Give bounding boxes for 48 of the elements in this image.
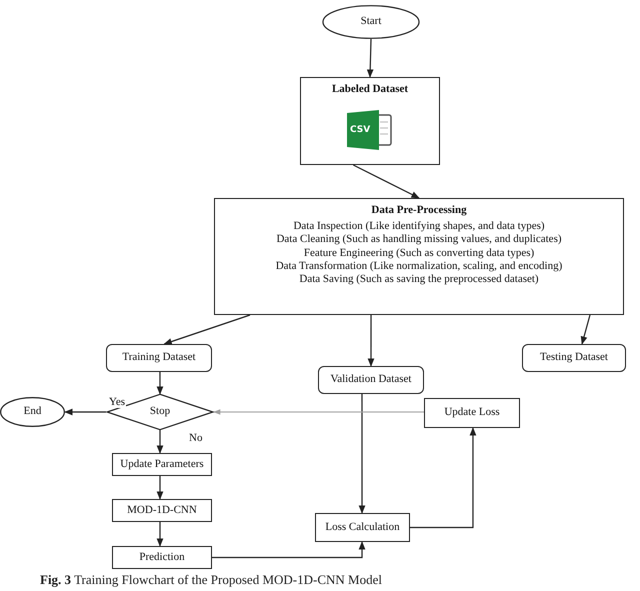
box-text: Validation Dataset (330, 373, 412, 387)
process-box (424, 398, 520, 428)
box-text: Data Saving (Such as saving the preprocessed dataset) (299, 272, 539, 286)
arrow (353, 164, 420, 199)
arrow (368, 315, 374, 367)
process-box (112, 499, 212, 522)
arrow (358, 394, 366, 514)
box-text: Prediction (139, 550, 185, 564)
box-text: Training Dataset (122, 351, 196, 365)
box-heading: Labeled Dataset (332, 83, 408, 96)
arrow (580, 314, 591, 345)
terminal-ellipse (322, 5, 420, 39)
data-box (106, 344, 212, 372)
box-heading: Data Pre-Processing (371, 204, 467, 218)
data-box (522, 344, 626, 372)
arrow (156, 430, 164, 454)
box-text: Data Cleaning (Such as handling missing values, and duplicates) (276, 233, 562, 247)
process-box (112, 453, 212, 476)
arrow (64, 408, 106, 416)
arrow (212, 541, 366, 558)
arrow (410, 427, 476, 528)
box-text: Update Loss (444, 406, 500, 420)
box-text: Testing Dataset (540, 351, 608, 365)
box-text: Feature Engineering (Such as converting data types) (304, 246, 534, 260)
box-text: Update Parameters (120, 458, 204, 472)
arrow (164, 314, 250, 345)
box-text: MOD-1D-CNN (127, 504, 197, 518)
terminal-ellipse (0, 397, 65, 427)
decision-diamond (106, 394, 214, 430)
data-box (318, 366, 424, 394)
box-text: Start (360, 15, 382, 29)
arrow (156, 522, 164, 547)
edge-label: Yes (108, 396, 126, 408)
box-text: Stop (150, 405, 170, 419)
figure-caption: Fig. 3 Training Flowchart of the Proposed MOD-1D-CNN Model (40, 572, 382, 588)
arrow (366, 38, 374, 78)
arrow (156, 476, 164, 500)
box-text: Loss Calculation (325, 520, 400, 534)
process-box (214, 198, 624, 315)
edge-label: No (188, 432, 204, 444)
process-box (315, 513, 410, 542)
box-text: Data Transformation (Like normalization, scaling, and encoding) (276, 260, 562, 273)
process-box (112, 546, 212, 569)
arrow (213, 409, 424, 415)
process-box (300, 77, 440, 165)
box-text: End (24, 405, 42, 419)
arrow (156, 372, 164, 395)
box-text: Data Inspection (Like identifying shapes, and data types) (293, 220, 545, 234)
